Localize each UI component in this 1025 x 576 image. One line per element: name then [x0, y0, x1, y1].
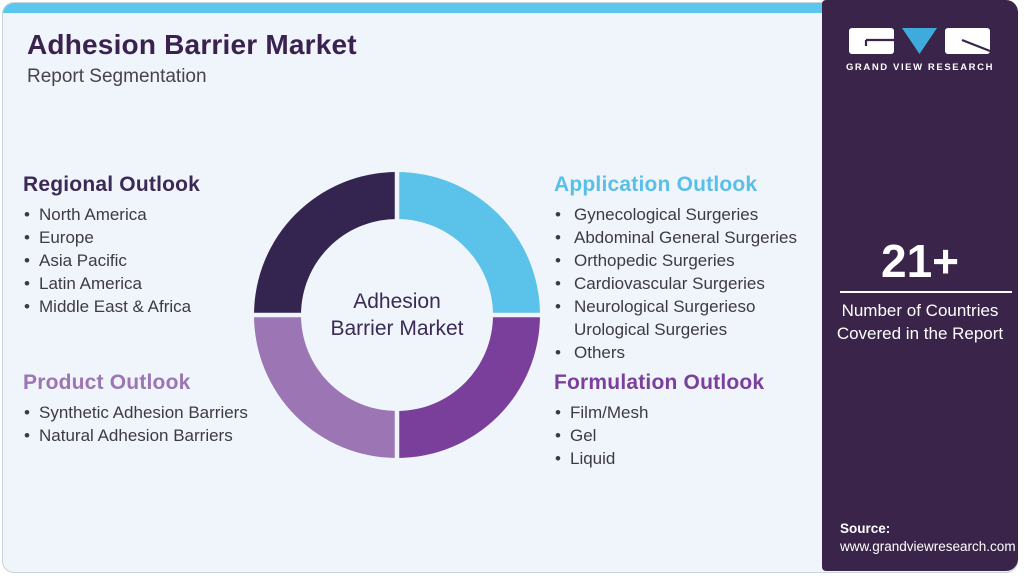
list-item: Europe	[23, 226, 293, 249]
brand-name: GRAND VIEW RESEARCH	[845, 62, 995, 73]
page-title: Adhesion Barrier Market	[27, 29, 357, 60]
source-label: Source:	[840, 521, 891, 536]
source-block: Source: www.grandviewresearch.com	[840, 520, 1016, 556]
logo-v-triangle	[902, 28, 937, 54]
segment-gap-horizontal	[252, 312, 542, 318]
list-item: Middle East & Africa	[23, 295, 293, 318]
stat-label-line1: Number of Countries	[841, 301, 999, 320]
stat-divider	[840, 291, 1012, 293]
source-url: www.grandviewresearch.com	[840, 539, 1016, 554]
donut-center-line2: Barrier Market	[330, 317, 464, 340]
sidebar: GRAND VIEW RESEARCH 21+ Number of Countr…	[822, 0, 1018, 571]
list-item: Asia Pacific	[23, 249, 293, 272]
page-subtitle: Report Segmentation	[27, 66, 207, 87]
donut-center-label: Adhesion Barrier Market	[252, 170, 542, 460]
formulation-segment	[397, 315, 540, 458]
application-outlook-heading: Application Outlook	[554, 173, 758, 196]
product-outlook-heading: Product Outlook	[23, 371, 191, 394]
regional-outlook-heading: Regional Outlook	[23, 173, 201, 196]
section-regional-outlook: Regional Outlook North America Europe As…	[23, 173, 293, 318]
section-application-outlook: Application Outlook Gynecological Surger…	[554, 173, 824, 364]
list-item: North America	[23, 203, 293, 226]
regional-outlook-list: North America Europe Asia Pacific Latin …	[23, 203, 293, 318]
top-accent-bar	[3, 3, 1017, 13]
donut-chart-svg	[252, 170, 542, 460]
list-item: Others	[554, 341, 824, 364]
stat-value: 21+	[880, 235, 960, 287]
gvr-logo-icon	[849, 28, 991, 54]
list-item: Cardiovascular Surgeries	[554, 272, 824, 295]
section-formulation-outlook: Formulation Outlook Film/Mesh Gel Liquid	[554, 371, 824, 470]
formulation-outlook-list: Film/Mesh Gel Liquid	[554, 401, 824, 470]
formulation-outlook-heading: Formulation Outlook	[554, 371, 765, 394]
regional-segment	[254, 172, 397, 315]
list-item: Liquid	[554, 447, 824, 470]
product-segment	[254, 315, 397, 458]
donut-chart: Adhesion Barrier Market	[252, 170, 542, 460]
application-outlook-list: Gynecological Surgeries Abdominal Genera…	[554, 203, 824, 364]
list-item: Latin America	[23, 272, 293, 295]
list-item: Natural Adhesion Barriers	[23, 424, 293, 447]
list-item: Abdominal General Surgeries	[554, 226, 824, 249]
list-item: Orthopedic Surgeries	[554, 249, 824, 272]
list-item: Film/Mesh	[554, 401, 824, 424]
list-item: Synthetic Adhesion Barriers	[23, 401, 293, 424]
stat-label-line2: Covered in the Report	[836, 324, 1004, 343]
list-item: Gel	[554, 424, 824, 447]
donut-center-line1: Adhesion	[353, 290, 441, 313]
list-item: Neurological Surgerieso Urological Surge…	[554, 295, 824, 341]
list-item: Gynecological Surgeries	[554, 203, 824, 226]
product-outlook-list: Synthetic Adhesion Barriers Natural Adhe…	[23, 401, 293, 447]
section-product-outlook: Product Outlook Synthetic Adhesion Barri…	[23, 371, 293, 447]
countries-stat: 21+ Number of Countries Covered in the R…	[822, 236, 1018, 345]
header: Adhesion Barrier Market Report Segmentat…	[27, 29, 357, 88]
application-segment	[397, 172, 540, 315]
gvr-logo: GRAND VIEW RESEARCH	[822, 28, 1018, 73]
